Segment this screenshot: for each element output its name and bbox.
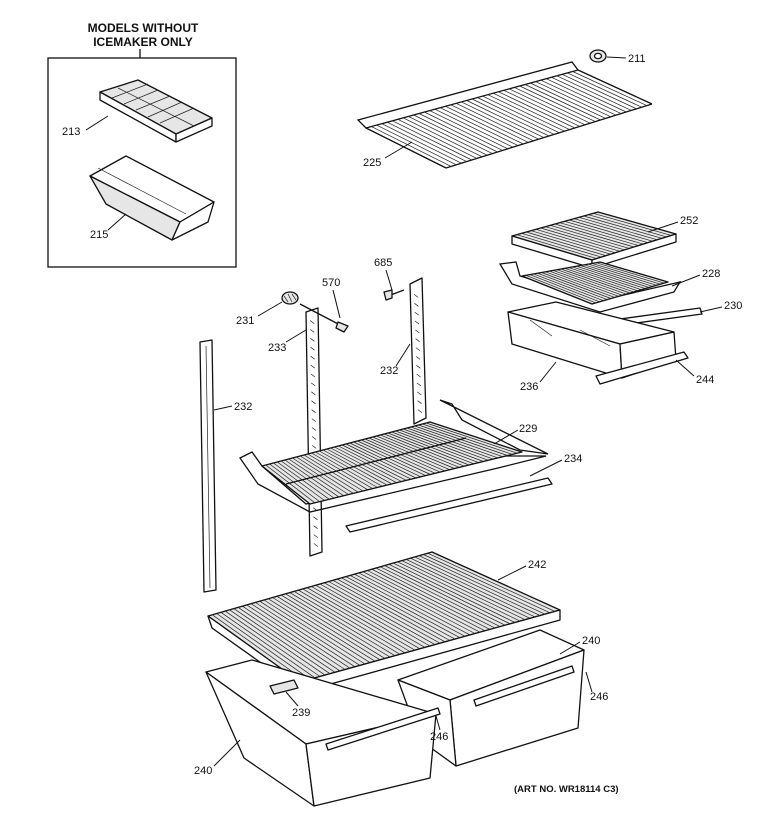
wire-shelf-225-part: 225 [356, 61, 653, 169]
callout-244-label: 244 [696, 374, 714, 386]
callout-570-label: 570 [322, 277, 340, 289]
callout-229-label: 229 [519, 423, 537, 435]
callout-230-leader [699, 306, 723, 313]
callout-234-label: 234 [564, 453, 582, 465]
callout-232b-label: 232 [380, 365, 398, 377]
ice-tray-part [99, 79, 213, 143]
callout-213-leader [85, 115, 109, 131]
callout-239-leader [285, 691, 299, 707]
callout-246a-leader [435, 715, 441, 731]
callout-225-label: 225 [363, 157, 381, 169]
part-211-cap: 211 [589, 49, 646, 65]
callout-685-leader [385, 269, 393, 291]
crisper-assembly-upper: 252 228 230 236 244 [498, 211, 742, 393]
inset-frame [47, 57, 237, 268]
storage-bin-part [89, 155, 215, 241]
callout-685-label: 685 [374, 257, 392, 269]
art-number: (ART NO. WR18114 C3) [514, 784, 619, 795]
callout-230-label: 230 [724, 300, 742, 312]
callout-240a-label: 240 [194, 765, 212, 777]
callout-231-leader [257, 301, 283, 317]
callout-236-label: 236 [520, 381, 538, 393]
callout-228-label: 228 [702, 268, 720, 280]
callout-233-leader [285, 329, 307, 343]
callout-240a-label-leader [213, 739, 241, 767]
inset-title-line2: ICEMAKER ONLY [93, 35, 193, 49]
callout-246b-label: 246 [590, 691, 608, 703]
callout-242-label: 242 [528, 559, 546, 571]
callout-236-leader [539, 361, 557, 383]
callout-233-label: 233 [268, 342, 286, 354]
callout-239-label: 239 [292, 707, 310, 719]
wire-shelf-229-part: 229 234 [239, 399, 582, 533]
callout-215-leader [107, 213, 127, 231]
callout-246a-label: 246 [430, 731, 448, 743]
callout-211-label: 211 [628, 53, 646, 65]
callout-252-label: 252 [680, 215, 698, 227]
callout-242-leader [497, 565, 527, 581]
callout-234-leader [529, 459, 563, 477]
inset-models-without-icemaker: MODELS WITHOUT ICEMAKER ONLY 213 215 [47, 21, 237, 268]
callout-240b-label: 240 [582, 635, 600, 647]
callout-246b-leader [585, 671, 593, 693]
shelf-supports: 232 233 232 231 570 685 [199, 257, 427, 593]
callout-229-leader [493, 429, 519, 445]
callout-232b-leader [395, 343, 411, 367]
callout-240b-leader [559, 641, 581, 655]
callout-215-label: 215 [90, 229, 108, 241]
callout-213-label: 213 [62, 126, 80, 138]
callout-244-leader [675, 359, 695, 377]
callout-225-leader [384, 141, 413, 159]
crisper-drawers: 240 246 240 246 239 [194, 629, 608, 807]
callout-252-leader [647, 221, 679, 233]
callout-232a-label: 232 [234, 401, 252, 413]
callout-570-leader [332, 289, 341, 319]
callout-231-label: 231 [236, 315, 254, 327]
callout-232a-leader [213, 405, 233, 411]
callout-228-leader [671, 274, 701, 287]
inset-title-line1: MODELS WITHOUT [88, 21, 199, 35]
